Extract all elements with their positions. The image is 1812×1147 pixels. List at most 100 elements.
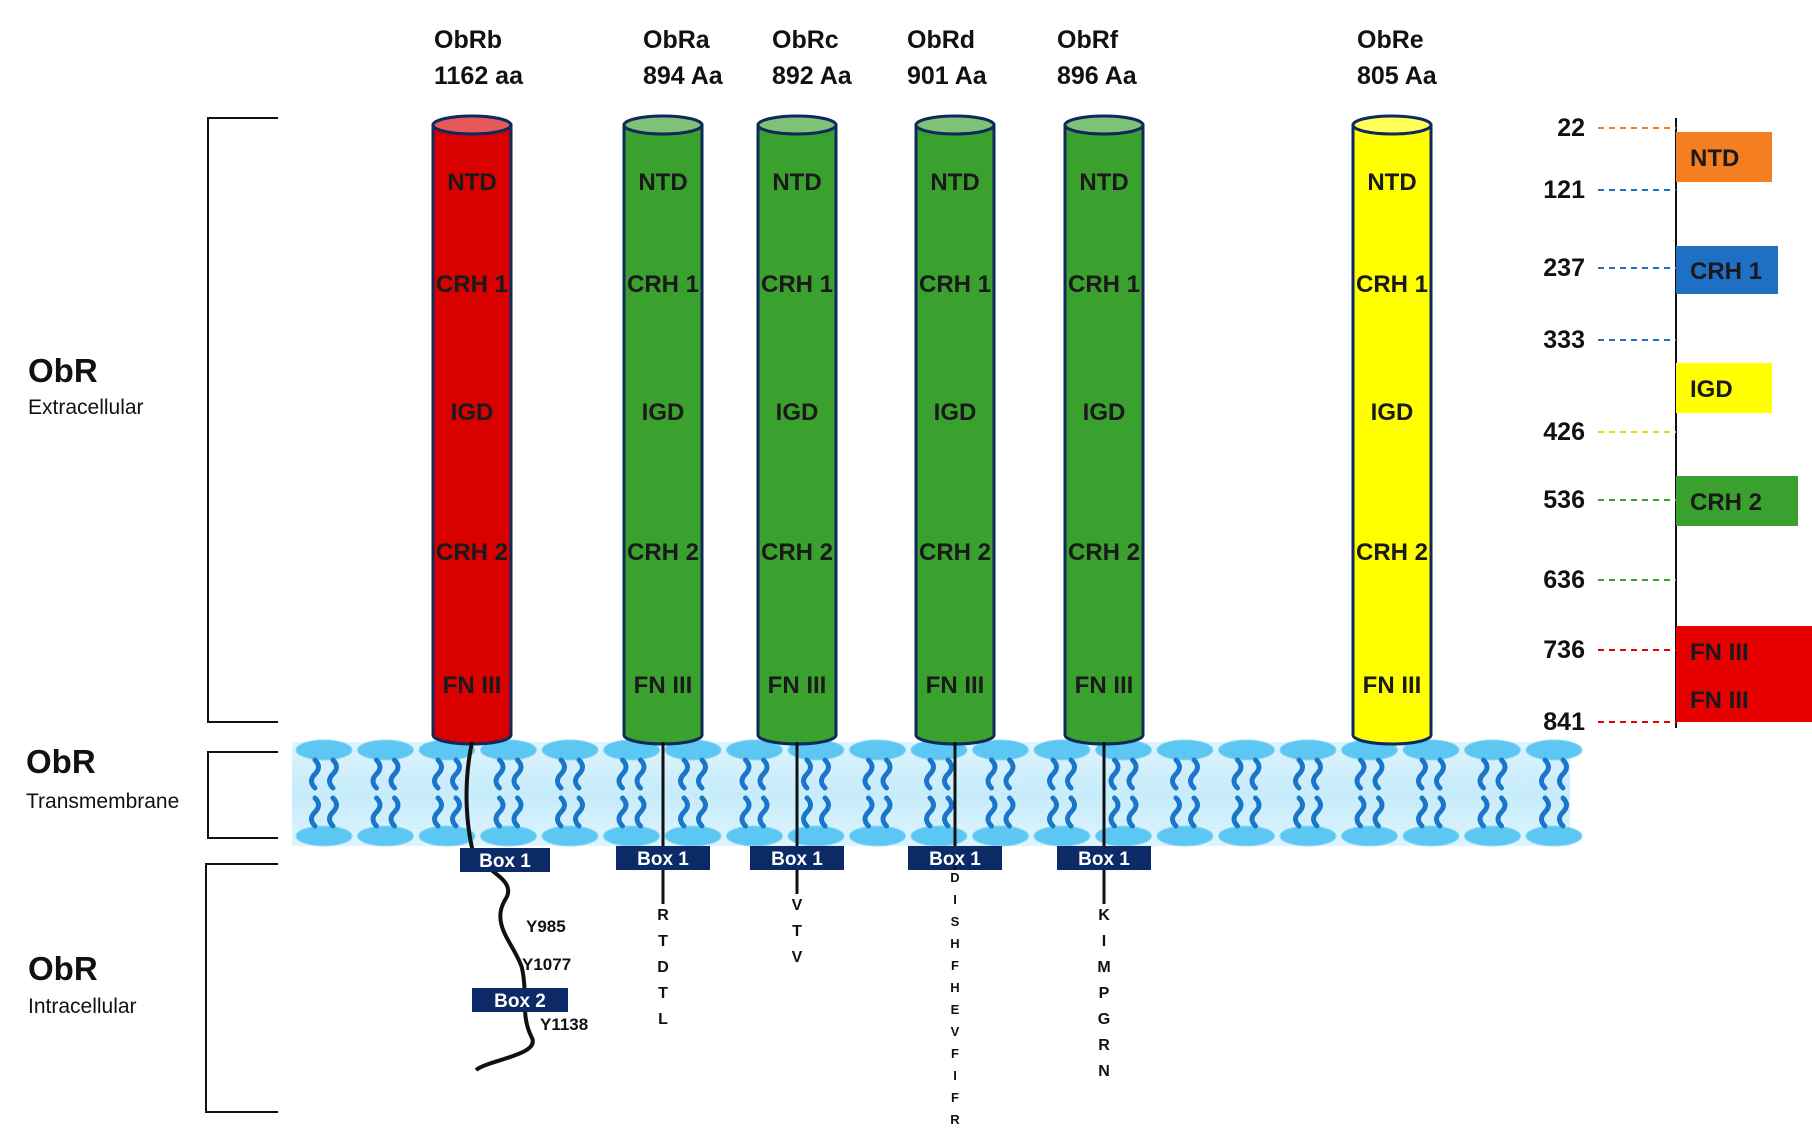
lipid-tail <box>801 795 813 829</box>
legend-label: CRH 2 <box>1690 489 1762 516</box>
scale-position-736: 736 <box>1543 636 1585 664</box>
legend-swatch <box>1676 363 1772 413</box>
lipid-head <box>1156 739 1214 761</box>
legend-item-crh1: CRH 1 <box>1676 246 1778 294</box>
lipid-head <box>480 739 537 761</box>
lipid-tail <box>493 757 506 791</box>
domain-label: CRH 2 <box>1356 539 1428 566</box>
lipid-tail <box>616 795 629 829</box>
residue-label: G <box>1098 1011 1110 1028</box>
receptor-cylinder <box>622 123 704 746</box>
residue-label: F <box>951 1090 959 1105</box>
box1-label: Box 1 <box>929 849 981 870</box>
residue-label: I <box>953 892 957 907</box>
domain-label: CRH 1 <box>627 271 699 298</box>
domain-label: NTD <box>772 169 821 196</box>
lipid-tail <box>1126 795 1139 829</box>
domain-label: CRH 2 <box>627 539 699 566</box>
domain-label: CRH 1 <box>761 271 833 298</box>
scale-position-841: 841 <box>1543 708 1585 736</box>
lipid-head <box>849 825 906 847</box>
lipid-tail <box>862 795 875 829</box>
box1-label: Box 1 <box>771 849 823 870</box>
receptor-cylinder <box>1351 123 1433 746</box>
lipid-bilayer <box>292 739 1583 847</box>
lipid-head <box>910 825 968 847</box>
lipid-tail <box>573 757 585 791</box>
isoform-length: 892 Aa <box>772 62 853 90</box>
lipid-tail <box>1311 795 1323 829</box>
residue-label: I <box>953 1068 957 1083</box>
legend-item-crh2: CRH 2 <box>1676 476 1798 526</box>
lipid-tail <box>555 757 567 791</box>
lipid-tail <box>432 757 444 791</box>
lipid-head <box>295 825 353 847</box>
scale-position-333: 333 <box>1543 326 1585 354</box>
lipid-tail <box>573 795 585 829</box>
residue-label: T <box>658 933 668 950</box>
domain-label: IGD <box>642 399 685 426</box>
lipid-head <box>541 825 599 847</box>
isoform-length: 805 Aa <box>1357 62 1438 90</box>
domain-label: IGD <box>451 399 494 426</box>
isoform-length: 894 Aa <box>643 62 724 90</box>
box1-motif: Box 1 <box>1057 846 1151 870</box>
scale-position-536: 536 <box>1543 486 1585 514</box>
lipid-tail <box>1249 795 1262 829</box>
domain-label: IGD <box>934 399 977 426</box>
residue-label: H <box>950 980 959 995</box>
lipid-tail <box>511 757 524 791</box>
legend-label: NTD <box>1690 145 1739 172</box>
lipid-head <box>726 739 783 761</box>
isoform-name: ObRf <box>1057 26 1119 54</box>
lipid-tail <box>1372 757 1385 791</box>
lipid-tail <box>432 795 444 829</box>
lipid-head <box>726 825 783 847</box>
cylinder-top <box>431 114 513 136</box>
domain-label: IGD <box>1371 399 1414 426</box>
isoform-name: ObRa <box>643 26 711 54</box>
transmembrane-title: ObR <box>26 743 96 780</box>
scale-position-22: 22 <box>1557 114 1585 142</box>
residue-label: T <box>792 923 802 940</box>
extracellular-subtitle: Extracellular <box>28 396 144 419</box>
lipid-tail <box>880 795 893 829</box>
lipid-tail <box>1126 757 1139 791</box>
lipid-tail <box>1416 757 1428 791</box>
lipid-tail <box>924 757 936 791</box>
legend-swatch <box>1676 476 1798 526</box>
box1-label: Box 1 <box>637 849 689 870</box>
residue-label: V <box>951 1024 960 1039</box>
transmembrane-bracket <box>207 751 278 839</box>
residue-label: T <box>658 985 668 1002</box>
legend-label: CRH 1 <box>1690 258 1762 285</box>
cylinder-top <box>914 114 996 136</box>
lipid-tail <box>678 757 690 791</box>
box2-rect <box>472 988 568 1012</box>
lipid-tail <box>634 757 647 791</box>
isoform-length: 896 Aa <box>1057 62 1138 90</box>
residue-label: V <box>792 897 803 914</box>
obrb-intracellular-tail <box>464 741 535 1072</box>
lipid-tail <box>739 757 752 791</box>
lipid-tail <box>1108 757 1121 791</box>
lipid-tail <box>327 757 339 791</box>
intracellular-title: ObR <box>28 950 98 987</box>
lipid-head <box>972 739 1029 761</box>
lipid-tail <box>1108 795 1121 829</box>
lipid-head <box>1341 825 1398 847</box>
lipid-head <box>603 825 660 847</box>
lipid-tail <box>493 795 506 829</box>
lipid-tail <box>985 795 998 829</box>
domain-label: NTD <box>1367 169 1416 196</box>
residue-label: I <box>1102 933 1106 950</box>
scale-position-426: 426 <box>1543 418 1585 446</box>
tyrosine-y1077: Y1077 <box>522 955 571 974</box>
domain-label: FN III <box>768 672 827 699</box>
